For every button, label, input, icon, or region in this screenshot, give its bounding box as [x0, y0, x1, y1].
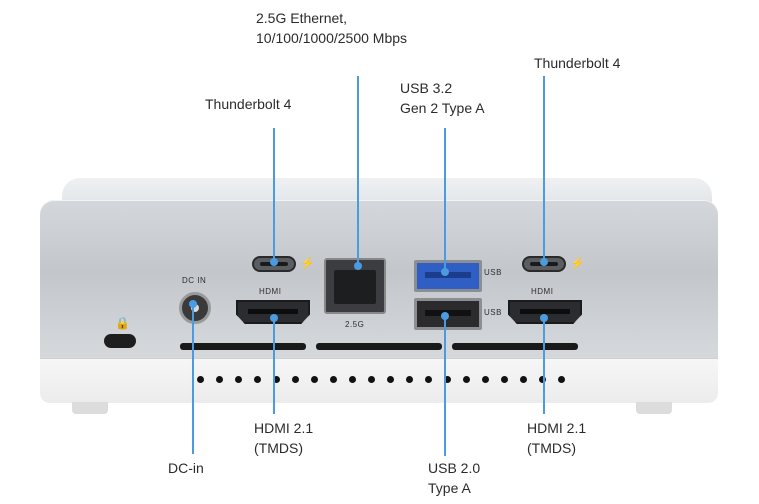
vent-hole — [330, 376, 337, 383]
foot-left — [72, 402, 108, 414]
hdmi-right-port-text: HDMI — [531, 287, 554, 296]
label-usb20: USB 2.0 Type A — [428, 460, 481, 496]
label-ethernet: 2.5G Ethernet, 10/100/1000/2500 Mbps — [256, 10, 408, 46]
leader-tb-left — [273, 128, 275, 262]
vent-hole — [292, 376, 299, 383]
vent-hole — [216, 376, 223, 383]
leader-hdmi-right — [543, 318, 545, 414]
dcin-port-text: DC IN — [182, 276, 207, 285]
vent-hole — [254, 376, 261, 383]
leader-dot — [441, 268, 449, 276]
leader-dot — [540, 258, 548, 266]
vent-hole — [558, 376, 565, 383]
vent-hole — [444, 376, 451, 383]
leader-usb20 — [444, 316, 446, 456]
leader-dcin — [192, 304, 194, 454]
hdmi-left-port-text: HDMI — [259, 287, 282, 296]
leader-dot — [441, 312, 449, 320]
label-dcin: DC-in — [168, 460, 204, 476]
vent-hole — [387, 376, 394, 383]
kensington-lock-slot — [104, 334, 136, 348]
device-base — [40, 358, 718, 403]
usb2-port-text: USB — [484, 308, 502, 317]
leader-usb32 — [444, 128, 446, 272]
vent-hole — [520, 376, 527, 383]
label-thunderbolt-left: Thunderbolt 4 — [205, 96, 292, 112]
vent-hole — [311, 376, 318, 383]
thunderbolt-left-icon: ⚡ — [300, 256, 315, 270]
vent-slot — [180, 343, 306, 350]
vent-hole — [197, 376, 204, 383]
leader-dot — [540, 314, 548, 322]
dcin-port — [179, 292, 211, 324]
vent-hole — [349, 376, 356, 383]
lock-icon: 🔒 — [115, 316, 130, 330]
ethernet-port-text: 2.5G — [345, 320, 365, 329]
vent-hole — [406, 376, 413, 383]
vent-hole — [463, 376, 470, 383]
label-thunderbolt-right: Thunderbolt 4 — [534, 55, 621, 71]
vent-slot — [316, 343, 442, 350]
label-usb32: USB 3.2 Gen 2 Type A — [400, 80, 485, 116]
vent-hole — [482, 376, 489, 383]
leader-dot — [270, 258, 278, 266]
ethernet-port — [324, 258, 386, 314]
leader-dot — [189, 300, 197, 308]
thunderbolt-right-icon: ⚡ — [570, 256, 585, 270]
leader-hdmi-left — [273, 318, 275, 414]
vent-slot — [452, 343, 578, 350]
label-hdmi-left: HDMI 2.1 (TMDS) — [254, 420, 314, 456]
leader-ethernet — [357, 76, 359, 264]
foot-right — [636, 402, 672, 414]
leader-tb-right — [543, 76, 545, 262]
vent-hole — [235, 376, 242, 383]
vent-hole — [368, 376, 375, 383]
vent-hole — [273, 376, 280, 383]
leader-dot — [354, 262, 362, 270]
vent-hole — [501, 376, 508, 383]
usb3-port-text: USB — [484, 268, 502, 277]
vent-hole — [539, 376, 546, 383]
usb32-port — [414, 260, 482, 292]
leader-dot — [270, 314, 278, 322]
vent-hole — [425, 376, 432, 383]
label-hdmi-right: HDMI 2.1 (TMDS) — [527, 420, 587, 456]
